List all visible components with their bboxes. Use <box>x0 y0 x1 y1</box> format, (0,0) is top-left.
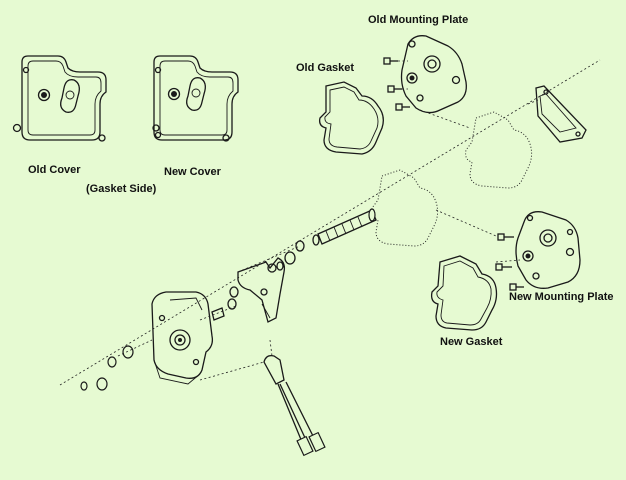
label-new-gasket: New Gasket <box>440 336 503 348</box>
label-new-mounting-plate: New Mounting Plate <box>509 291 614 303</box>
old-gasket-drawing <box>318 81 384 155</box>
new-gasket-drawing <box>430 255 498 331</box>
housing-drawing <box>151 291 214 385</box>
new-cover-drawing <box>152 55 239 142</box>
label-old-cover: Old Cover <box>28 164 81 176</box>
old-mounting-plate-drawing <box>383 35 467 114</box>
label-old-mounting-plate: Old Mounting Plate <box>368 14 469 26</box>
assembly-centerline <box>59 59 601 386</box>
label-gasket-side: (Gasket Side) <box>86 183 157 195</box>
sensor-connector-drawing <box>199 339 326 457</box>
label-old-gasket: Old Gasket <box>296 62 355 74</box>
lever-bracket-drawing <box>211 257 286 323</box>
old-cover-drawing <box>12 55 107 142</box>
phantom-gasket-outlines <box>371 111 533 247</box>
fasteners-left <box>80 339 153 391</box>
shaft-drawing <box>276 208 377 271</box>
new-mounting-plate-drawing <box>495 211 581 291</box>
guide-lines <box>199 99 539 321</box>
upper-right-plate-drawing <box>535 85 587 143</box>
label-new-cover: New Cover <box>164 166 221 178</box>
